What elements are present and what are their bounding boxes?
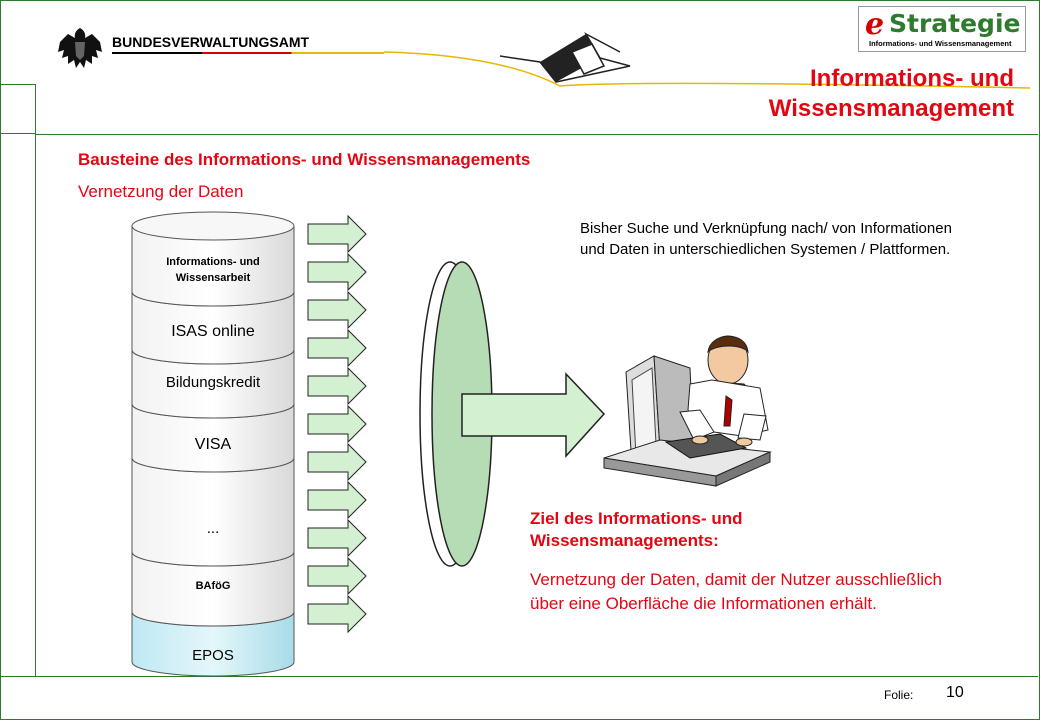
arrow-2: [307, 252, 367, 292]
layer-label-bafoeg: BAföG: [195, 580, 231, 592]
header-divider: [36, 134, 1038, 135]
arrow-5: [307, 366, 367, 406]
logo-word: Strategie: [889, 9, 1021, 38]
left-side-bar: [0, 84, 36, 676]
arrow-4: [307, 328, 367, 368]
layer-label-epos: EPOS: [192, 647, 234, 664]
agency-underline: [112, 52, 384, 54]
logo-subtitle: Informations- und Wissensmanagement: [869, 39, 1012, 48]
arrow-3: [307, 290, 367, 330]
arrow-9: [307, 518, 367, 558]
arrow-6: [307, 404, 367, 444]
page-title-line1: Informations- und: [810, 65, 1014, 92]
page-number: 10: [946, 684, 964, 701]
layer-wissensarbeit: [131, 211, 295, 307]
arrow-10: [307, 556, 367, 596]
layer-label-wissensarbeit: Informations- und Wissensarbeit: [166, 256, 260, 284]
page-title: Informations- und Wissensmanagement: [769, 64, 1014, 124]
footer-label: Folie:: [884, 688, 914, 702]
goal-heading: Ziel des Informations- und Wissensmanage…: [530, 509, 743, 550]
arrow-7: [307, 442, 367, 482]
house-logo-icon: [383, 32, 1031, 89]
page-title-line2: Wissensmanagement: [768, 95, 1014, 122]
section-title: Bausteine des Informations- und Wissensm…: [78, 150, 531, 169]
arrow-11: [307, 594, 367, 634]
layer-label-visa: VISA: [194, 436, 232, 453]
left-side-box: [0, 84, 36, 134]
data-layer-stack: [131, 211, 295, 677]
arrow-1: [307, 214, 367, 254]
layer-label-ellipsis: ...: [206, 520, 220, 537]
big-arrow: [461, 372, 606, 458]
estrategie-logo: e Strategie Informations- und Wissensman…: [858, 6, 1026, 52]
agency-name: BUNDESVERWALTUNGSAMT: [112, 34, 310, 50]
eagle-icon: [58, 28, 102, 68]
user-at-computer-icon: [603, 335, 772, 487]
section-subtitle: Vernetzung der Daten: [78, 182, 244, 201]
arrow-8: [307, 480, 367, 520]
layer-label-isas-online: ISAS online: [171, 323, 255, 340]
layer-label-bildungskredit: Bildungskredit: [165, 374, 261, 391]
footer-divider: [0, 676, 1038, 677]
goal-text: Vernetzung der Daten, damit der Nutzer a…: [530, 570, 942, 613]
info-text: Bisher Suche und Verknüpfung nach/ von I…: [580, 220, 952, 258]
small-arrows: [307, 214, 367, 634]
logo-e: e: [865, 7, 885, 42]
